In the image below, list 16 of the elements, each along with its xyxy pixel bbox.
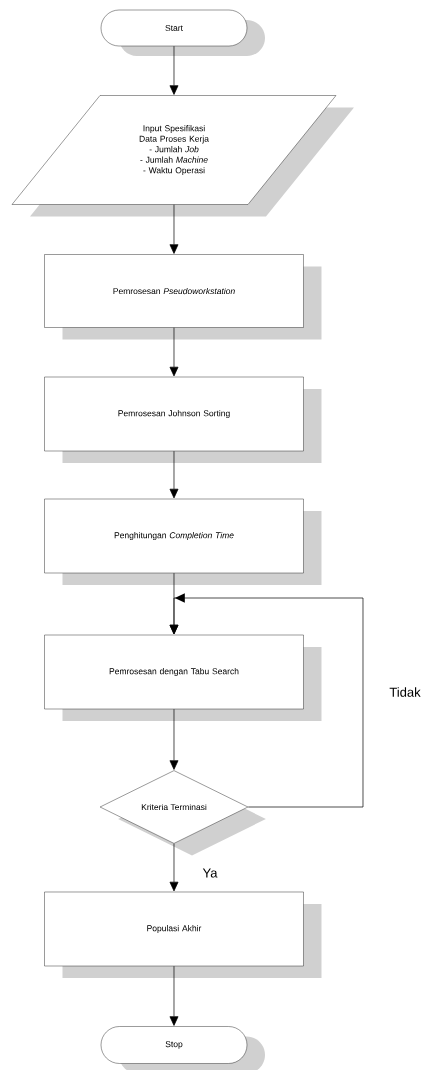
arrow	[169, 708, 179, 770]
arrow	[169, 204, 179, 254]
edge-label: Ya	[201, 867, 219, 879]
arrow	[169, 450, 179, 499]
edge-label: Tidak	[388, 686, 422, 698]
process-box: Pemrosesan Pseudoworkstation	[44, 254, 322, 340]
process-box: Pemrosesan Johnson Sorting	[44, 376, 322, 463]
process-box: Populasi Akhir	[44, 891, 322, 978]
process-box: Pemrosesan dengan Tabu Search	[44, 634, 322, 721]
arrow	[169, 327, 179, 377]
arrow	[169, 45, 179, 95]
arrow	[169, 843, 179, 892]
arrow	[169, 593, 364, 808]
arrow	[169, 965, 179, 1026]
process-box: Penghitungan Completion Time	[44, 498, 322, 585]
input-parallelogram: Input Spesifikasi Data Proses Kerja - Jumlah Job - Jumlah Machine - Waktu Operasi	[11, 95, 354, 217]
